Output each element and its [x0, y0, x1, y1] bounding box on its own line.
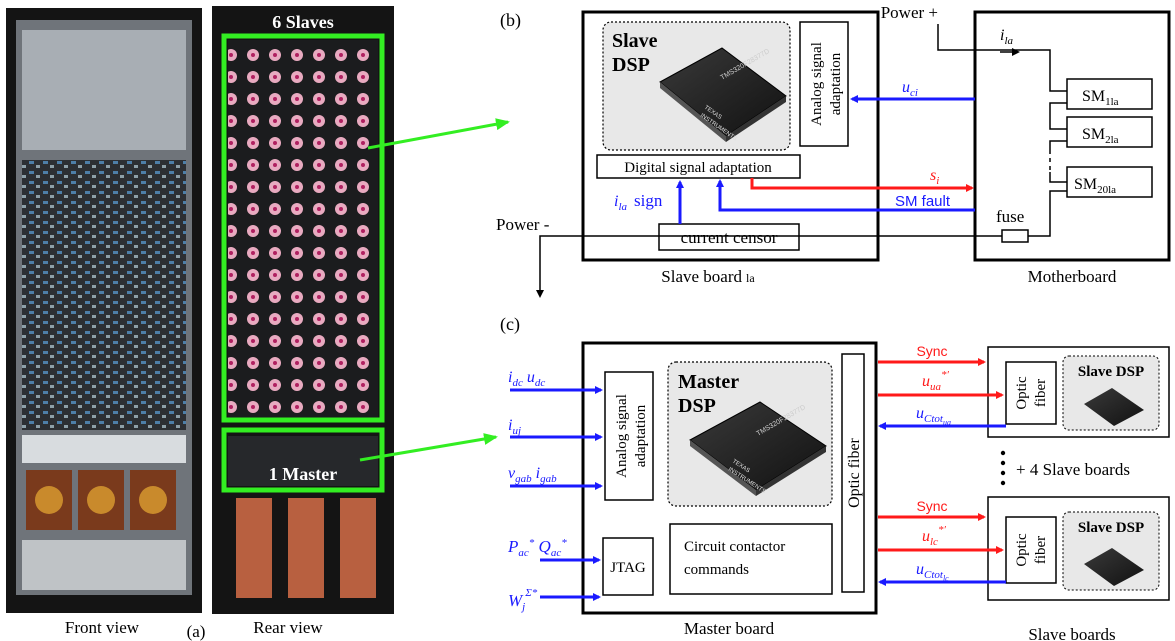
uua-label: uua*′	[922, 369, 950, 393]
slaves-label: 6 Slaves	[272, 12, 334, 32]
master-board-caption: Master board	[684, 619, 775, 638]
slaves-highlight-box	[221, 33, 385, 423]
sync-top-label: Sync	[916, 343, 947, 359]
sync-bottom-label: Sync	[916, 498, 947, 514]
slave-dsp-title-1: Slave	[612, 30, 658, 52]
pq-label: Pac* Qac*	[507, 537, 567, 559]
master-chip-image	[689, 401, 827, 496]
slave-dsp-title-2: DSP	[612, 54, 650, 76]
contactor-label-2: commands	[684, 562, 749, 578]
si-arrow	[750, 178, 974, 192]
sm-fault-arrow	[716, 179, 975, 212]
sm20-box	[1066, 166, 1153, 198]
power-minus-wire	[536, 235, 1002, 298]
sm-fault-label: SM fault	[895, 193, 951, 210]
slave-bottom-chip	[1084, 548, 1144, 586]
master-analog-adapt-box	[604, 371, 654, 501]
power-minus-label: Power -	[496, 215, 550, 234]
slave-top-optic-box	[1005, 361, 1057, 425]
ulc-label: ulc*′	[922, 524, 946, 548]
fuse-symbol	[1001, 229, 1029, 243]
jtag-label: JTAG	[610, 560, 646, 576]
iuj-label: iuj	[508, 417, 521, 437]
slave-bottom-dsp-label: Slave DSP	[1078, 520, 1144, 536]
master-analog-adapt-label-1: Analog signal	[614, 394, 630, 478]
sm2-label: SM2la	[1082, 126, 1119, 146]
master-analog-adapt-label-2: adaptation	[633, 404, 649, 467]
sm1-box	[1066, 78, 1153, 110]
digital-adapt-label: Digital signal adaptation	[624, 160, 772, 176]
slave-board-caption-sub: la	[746, 271, 755, 285]
wj-label: WjΣ*	[508, 587, 538, 613]
more-boards-dots	[1000, 450, 1006, 486]
vg-ig-label: vgab igab	[508, 465, 557, 485]
contactor-label-1: Circuit contactor	[684, 539, 785, 555]
slave-analog-adapt-label-1: Analog signal	[809, 42, 825, 126]
digital-adapt-box	[596, 154, 801, 179]
jtag-box	[602, 537, 654, 596]
motherboard-caption: Motherboard	[1028, 267, 1117, 286]
slave-top-optic-label-2: fiber	[1033, 379, 1049, 407]
slave-analog-adapt-box	[799, 21, 849, 147]
master-pointer-arrow	[359, 433, 498, 462]
si-label: si	[930, 167, 939, 187]
uctot-ua-label: uCtotua	[916, 405, 951, 427]
slave-pointer-arrow	[367, 118, 510, 150]
master-highlight-box	[221, 427, 385, 493]
slave-analog-adapt-label-2: adaptation	[828, 52, 844, 115]
uci-label: uci	[902, 79, 918, 99]
master-optic-fiber-label: Optic fiber	[846, 437, 863, 507]
ila-sign-label: sign	[634, 191, 663, 210]
slave-bottom-optic-box	[1005, 516, 1057, 584]
current-sensor-box	[658, 223, 800, 251]
panel-c-label: (c)	[500, 314, 520, 335]
master-label: 1 Master	[269, 464, 337, 484]
sm2-box	[1066, 116, 1153, 148]
front-view-caption: Front view	[65, 618, 140, 637]
slave-top-chip	[1084, 388, 1144, 426]
power-plus-label: Power +	[881, 3, 938, 22]
slave-top-optic-label-1: Optic	[1014, 376, 1030, 410]
sm-chain-wire-2	[1028, 172, 1067, 237]
panel-a-label: (a)	[187, 622, 206, 641]
slave-board-caption: Slave board	[661, 267, 742, 286]
contactor-box	[669, 523, 833, 595]
sm-chain-wire	[1049, 76, 1067, 150]
current-sensor-label: current censor	[681, 228, 778, 247]
more-slaves-label: + 4 Slave boards	[1016, 460, 1130, 479]
master-dsp-title-1: Master	[678, 371, 739, 393]
rear-view-photo	[212, 6, 394, 614]
idc-udc-label: idc udc	[508, 369, 545, 389]
fuse-label: fuse	[996, 207, 1024, 226]
sm20-label: SM20la	[1074, 176, 1116, 196]
master-optic-fiber-box	[841, 353, 865, 593]
slave-boards-caption: Slave boards	[1028, 625, 1115, 641]
panel-b-label: (b)	[500, 10, 521, 31]
master-dsp-title-2: DSP	[678, 395, 716, 417]
slave-top-dsp-label: Slave DSP	[1078, 364, 1144, 380]
slave-chip-image	[659, 47, 787, 142]
front-view-photo	[6, 8, 202, 613]
uctot-lc-label: uCtotlc	[916, 561, 949, 583]
power-plus-wire	[937, 24, 1051, 76]
rear-view-caption: Rear view	[253, 618, 323, 637]
slave-bottom-optic-label-1: Optic	[1014, 533, 1030, 567]
slave-bottom-optic-label-2: fiber	[1033, 536, 1049, 564]
sm1-label: SM1la	[1082, 88, 1119, 108]
